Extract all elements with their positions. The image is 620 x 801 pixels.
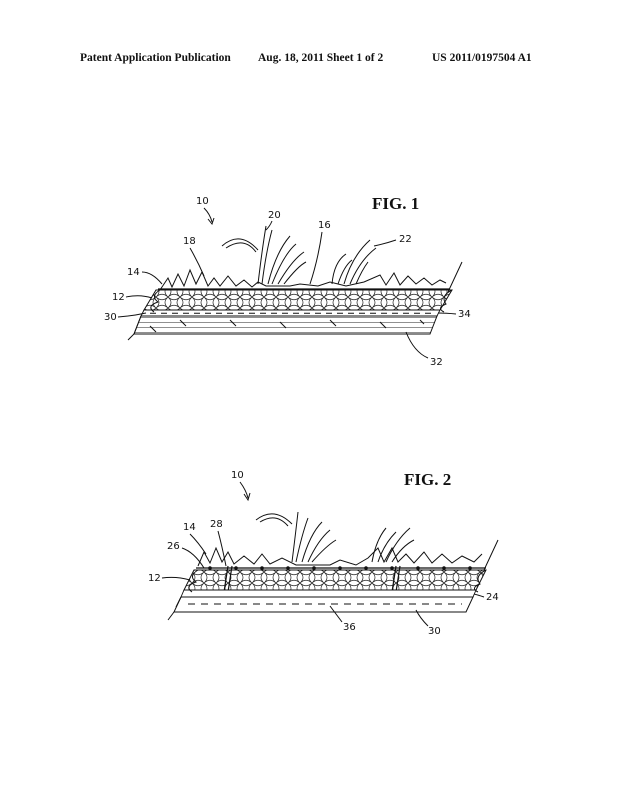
fig2-ref-24-leader: [473, 593, 485, 598]
fig1-ref-34-leader: [437, 312, 457, 315]
fig2-ref-30-leader: [415, 609, 429, 627]
fig2-grass-blades: [255, 511, 415, 563]
fig1-grass-edge: [159, 268, 447, 291]
fig2-ref-14: 14: [183, 522, 196, 533]
fig1-ref-18-leader: [189, 247, 205, 277]
fig1: FIG. 1 10 20 16 18 22 14 12 30: [104, 194, 471, 368]
fig2-ref-28: 28: [210, 519, 223, 530]
fig1-ref-10: 10: [196, 196, 209, 207]
fig1-ref-34: 34: [458, 309, 471, 320]
fig1-ref-16: 16: [318, 220, 331, 231]
fig2-right-edge: [474, 539, 499, 593]
fig1-title: FIG. 1: [372, 194, 419, 213]
fig1-ref-32: 32: [430, 357, 443, 368]
page-header: Patent Application Publication Aug. 18, …: [0, 52, 620, 72]
fig1-ref-32-leader: [405, 331, 429, 359]
fig2-ref-10-arrow: [239, 481, 251, 502]
publication-title: Patent Application Publication: [80, 52, 231, 64]
fig1-layer32-substrate: [133, 315, 438, 335]
fig1-ref-16-leader: [309, 231, 323, 285]
fig2-stitches: [223, 565, 401, 593]
fig1-ref-20: 20: [268, 210, 281, 221]
fig2-ref-36: 36: [343, 622, 356, 633]
fig2-ref-12-leader: [161, 576, 191, 581]
fig2: FIG. 2 10 14 28 26 12 24 3: [148, 470, 499, 637]
fig1-right-edge: [440, 261, 463, 313]
fig1-ref-20-leader: [265, 220, 273, 231]
fig2-layer24: [180, 589, 477, 598]
fig2-title: FIG. 2: [404, 470, 451, 489]
fig2-layer26-dots: [208, 566, 472, 570]
fig1-ref-22: 22: [399, 234, 412, 245]
fig2-ref-12: 12: [148, 573, 161, 584]
fig1-ref-12-leader: [125, 295, 153, 299]
fig1-ref-22-leader: [373, 239, 397, 247]
fig1-left-edge: [127, 289, 161, 341]
fig1-grass-blades: [221, 225, 377, 285]
fig1-ref-14: 14: [127, 267, 140, 278]
fig2-ref-26: 26: [167, 541, 180, 552]
fig2-ref-36-leader: [329, 605, 343, 623]
fig2-ref-26-leader: [181, 547, 205, 569]
fig2-ref-30: 30: [428, 626, 441, 637]
date-sheet: Aug. 18, 2011 Sheet 1 of 2: [258, 52, 384, 64]
fig1-ref-14-leader: [141, 271, 163, 285]
fig2-left-edge: [167, 569, 199, 621]
publication-number: US 2011/0197504 A1: [432, 52, 532, 64]
fig1-substrate-ticks: [149, 319, 425, 333]
fig1-ref-12: 12: [112, 292, 125, 303]
fig1-ref-30-leader: [117, 312, 147, 318]
fig2-ref-10: 10: [231, 470, 244, 481]
fig1-layer12-mesh: [143, 289, 453, 311]
fig1-ref-30: 30: [104, 312, 117, 323]
fig2-ref-28-leader: [217, 530, 227, 567]
fig2-ref-14-leader: [189, 533, 207, 555]
fig1-ref-18: 18: [183, 236, 196, 247]
fig1-ref-10-arrow: [203, 207, 215, 226]
fig2-ref-24: 24: [486, 592, 499, 603]
fig2-grass-edge: [197, 546, 483, 567]
